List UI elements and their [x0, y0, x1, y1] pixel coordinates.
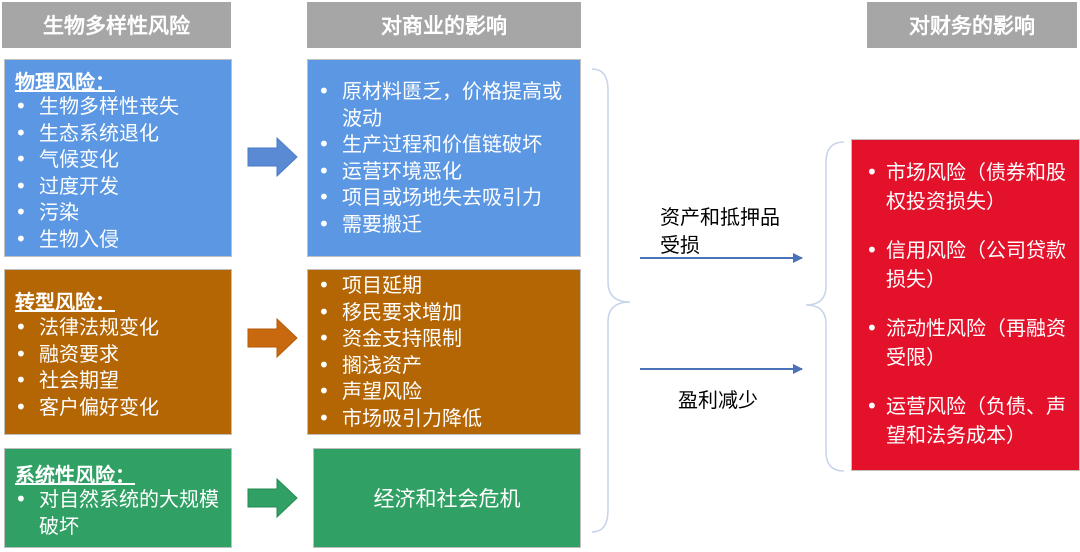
- brace-icon: [805, 141, 845, 472]
- list-item: 原材料匮乏，价格提高或波动: [312, 78, 574, 131]
- financial-impact-list: 市场风险（债券和股权投资损失） 信用风险（公司贷款损失） 流动性风险（再融资受限…: [856, 158, 1074, 470]
- list-item: 社会期望: [9, 367, 229, 394]
- list-item: 需要搬迁: [312, 211, 574, 238]
- systemic-risk-list: 对自然系统的大规模破坏: [9, 486, 225, 539]
- list-item: 搁浅资产: [312, 352, 574, 379]
- list-item: 生物入侵: [9, 226, 229, 253]
- business-impact-transition-box: 项目延期 移民要求增加 资金支持限制 搁浅资产 声望风险 市场吸引力降低: [307, 269, 581, 435]
- list-item: 移民要求增加: [312, 299, 574, 326]
- list-item: 生物多样性丧失: [9, 93, 229, 120]
- flow-label-asset-damage: 资产和抵押品受损: [660, 205, 780, 257]
- business-impact-physical-box: 原材料匮乏，价格提高或波动 生产过程和价值链破坏 运营环境恶化 项目或场地失去吸…: [307, 59, 581, 257]
- list-item: 过度开发: [9, 173, 229, 200]
- list-item: 资金支持限制: [312, 325, 574, 352]
- arrow-right-icon: [247, 317, 298, 359]
- list-item: 融资要求: [9, 341, 229, 368]
- business-impact-systemic-text: 经济和社会危机: [373, 487, 521, 511]
- list-item: 污染: [9, 199, 229, 226]
- list-item: 运营风险（负债、声望和法务成本）: [856, 392, 1074, 450]
- header-financial-impact: 对财务的影响: [867, 2, 1077, 48]
- list-item: 生态系统退化: [9, 120, 229, 147]
- financial-impact-box: 市场风险（债券和股权投资损失） 信用风险（公司贷款损失） 流动性风险（再融资受限…: [851, 139, 1080, 471]
- systemic-risk-box: 系统性风险： 对自然系统的大规模破坏: [4, 448, 232, 548]
- arrow-right-icon: [247, 477, 298, 519]
- list-item: 声望风险: [312, 378, 574, 405]
- header-business-impact: 对商业的影响: [307, 2, 581, 48]
- list-item: 气候变化: [9, 146, 229, 173]
- list-item: 信用风险（公司贷款损失）: [856, 236, 1074, 294]
- list-item: 客户偏好变化: [9, 394, 229, 421]
- transition-risk-list: 法律法规变化 融资要求 社会期望 客户偏好变化: [9, 314, 229, 420]
- physical-risk-list: 生物多样性丧失 生态系统退化 气候变化 过度开发 污染 生物入侵: [9, 93, 229, 252]
- business-impact-physical-list: 原材料匮乏，价格提高或波动 生产过程和价值链破坏 运营环境恶化 项目或场地失去吸…: [312, 78, 574, 237]
- list-item: 项目或场地失去吸引力: [312, 184, 574, 211]
- list-item: 运营环境恶化: [312, 158, 574, 185]
- list-item: 对自然系统的大规模破坏: [9, 486, 225, 539]
- list-item: 流动性风险（再融资受限）: [856, 314, 1074, 372]
- physical-risk-title: 物理风险：: [15, 70, 115, 94]
- list-item: 市场吸引力降低: [312, 405, 574, 432]
- header-biodiversity-risk: 生物多样性风险: [2, 2, 231, 48]
- flow-label-profit-reduction: 盈利减少: [678, 388, 758, 412]
- list-item: 生产过程和价值链破坏: [312, 131, 574, 158]
- arrow-right-icon: [247, 136, 298, 178]
- transition-risk-title: 转型风险：: [15, 290, 115, 314]
- list-item: 法律法规变化: [9, 314, 229, 341]
- systemic-risk-title: 系统性风险：: [15, 463, 135, 487]
- brace-icon: [591, 68, 631, 533]
- physical-risk-box: 物理风险： 生物多样性丧失 生态系统退化 气候变化 过度开发 污染 生物入侵: [4, 59, 232, 257]
- business-impact-transition-list: 项目延期 移民要求增加 资金支持限制 搁浅资产 声望风险 市场吸引力降低: [312, 272, 574, 431]
- list-item: 市场风险（债券和股权投资损失）: [856, 158, 1074, 216]
- transition-risk-box: 转型风险： 法律法规变化 融资要求 社会期望 客户偏好变化: [4, 269, 232, 435]
- business-impact-systemic-box: 经济和社会危机: [313, 448, 581, 548]
- list-item: 项目延期: [312, 272, 574, 299]
